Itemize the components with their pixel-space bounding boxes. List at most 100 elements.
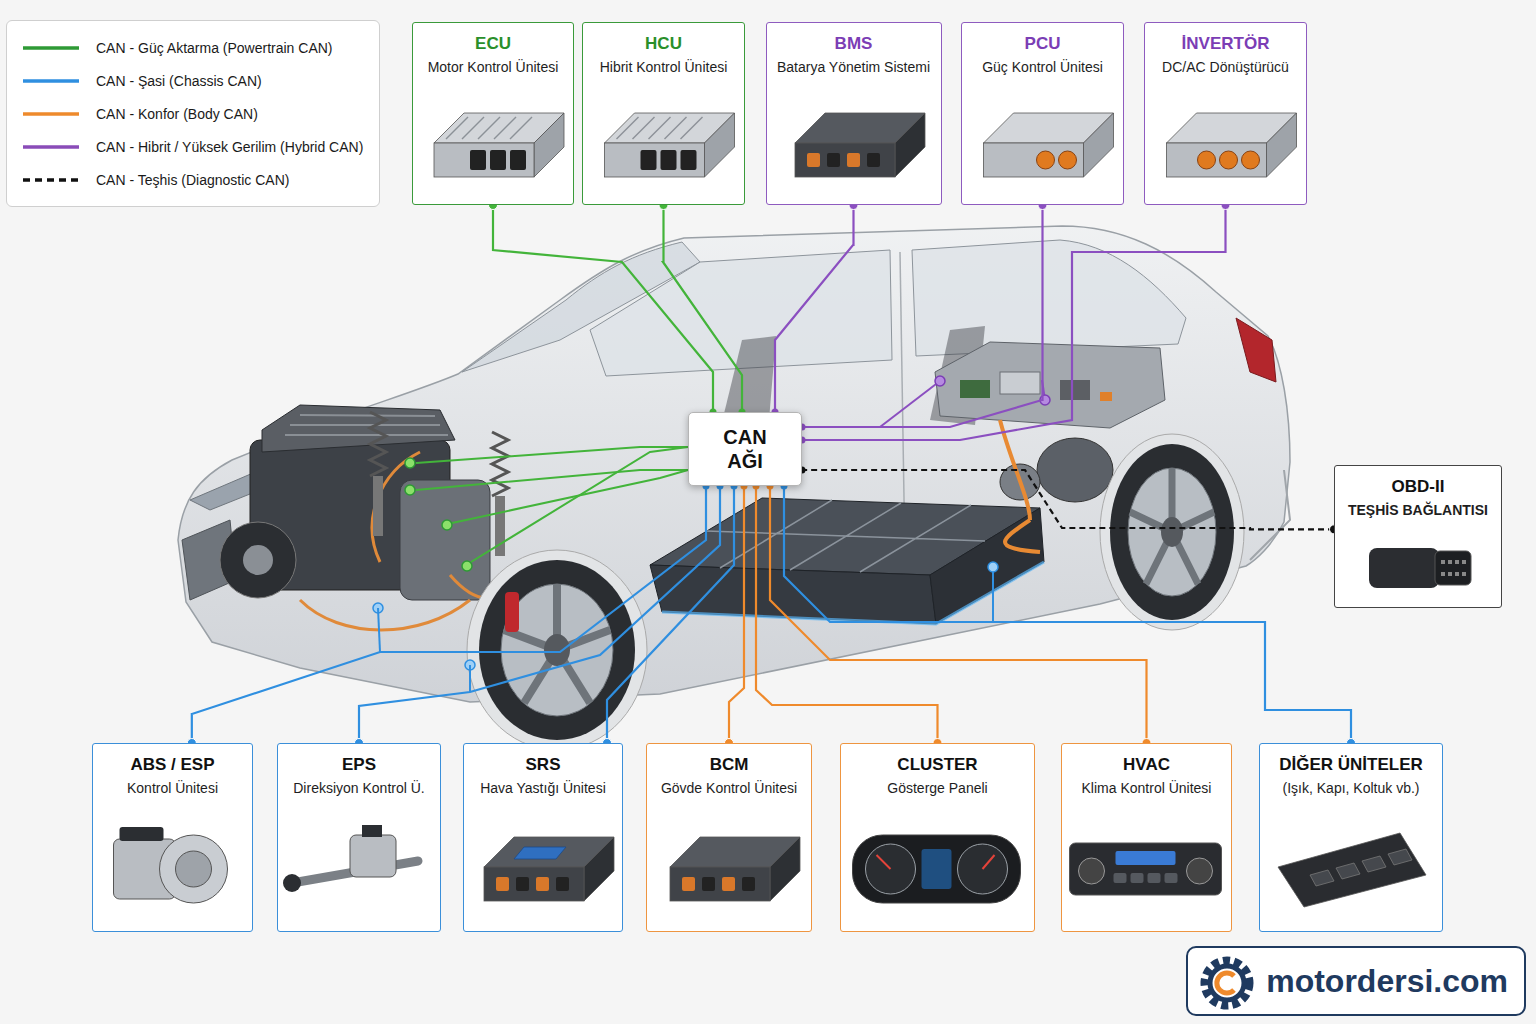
rear-power-module xyxy=(935,342,1165,428)
connector xyxy=(807,153,820,167)
wire-dot xyxy=(988,562,998,572)
needle xyxy=(877,855,891,869)
text-line: Gövde Kontrol Ünitesi xyxy=(647,779,811,797)
rear-drive-unit xyxy=(1037,438,1113,502)
text-line: BCM xyxy=(647,755,811,775)
knob xyxy=(1187,858,1213,884)
unit-illustration xyxy=(841,803,1032,927)
hybrid-wire xyxy=(880,381,940,427)
text-line: EPS xyxy=(278,755,440,775)
legend-sample xyxy=(23,174,79,186)
module-front xyxy=(984,143,1084,177)
obd-plug xyxy=(1435,551,1471,585)
tyre xyxy=(1110,444,1234,620)
connector xyxy=(556,877,569,891)
hybrid-unit-box: İNVERTÖRDC/AC Dönüştürücü xyxy=(1144,22,1307,205)
hub xyxy=(1161,517,1183,547)
legend-text: CAN - Hibrit / Yüksek Gerilim (Hybrid CA… xyxy=(96,139,363,155)
can-connector xyxy=(784,486,1351,743)
battery-cells xyxy=(706,500,985,572)
hvac-button xyxy=(1131,873,1144,883)
hvac-button xyxy=(1165,873,1178,883)
module-front xyxy=(670,867,770,901)
unit-description: Gövde Kontrol Ünitesi xyxy=(661,780,797,797)
text-line: (Işık, Kapı, Koltuk vb.) xyxy=(1260,779,1442,797)
connectors xyxy=(187,201,1355,748)
engine-cover xyxy=(262,405,455,452)
text-line: DC/AC Dönüştürücü xyxy=(1145,58,1306,76)
module-part xyxy=(960,380,990,398)
unit-description: Motor Kontrol Ünitesi xyxy=(428,59,559,76)
icon-group xyxy=(984,113,1114,177)
icon-group xyxy=(853,835,1021,903)
unit-name: BMS xyxy=(835,34,873,54)
rim xyxy=(1128,468,1216,596)
connector xyxy=(536,877,549,891)
text-line: OBD-II xyxy=(1335,477,1501,497)
connector xyxy=(867,153,880,167)
icon-group xyxy=(484,837,614,901)
unit-description: TEŞHİS BAĞLANTISI xyxy=(1348,502,1488,519)
shock-absorber xyxy=(373,476,383,536)
srs-label xyxy=(514,847,566,859)
abs-motor-cap xyxy=(176,851,212,887)
module-part xyxy=(1060,380,1090,400)
module-front xyxy=(484,867,584,901)
brake-caliper xyxy=(505,592,519,632)
legend-sample xyxy=(23,108,79,120)
obd-body xyxy=(1369,548,1439,588)
text-line: Gösterge Paneli xyxy=(841,779,1034,797)
connector xyxy=(827,153,840,167)
module-side xyxy=(705,113,735,177)
text-line: Klima Kontrol Ünitesi xyxy=(1062,779,1231,797)
legend-row: CAN - Konfor (Body CAN) xyxy=(23,97,363,130)
wire-dot xyxy=(935,376,945,386)
obd-pin xyxy=(1462,560,1466,564)
switch-panel xyxy=(1278,833,1426,907)
shaft-end xyxy=(283,874,301,892)
unit-description: Güç Kontrol Ünitesi xyxy=(982,59,1103,76)
chassis-unit-box: EPS Direksiyon Kontrol Ü. xyxy=(277,743,441,932)
pulley xyxy=(220,522,296,598)
legend-box: CAN - Güç Aktarma (Powertrain CAN)CAN - … xyxy=(6,20,380,207)
cluster-screen xyxy=(922,849,952,889)
module-side xyxy=(534,113,564,177)
hvac-button xyxy=(1148,873,1161,883)
unit-illustration xyxy=(1145,82,1304,200)
tyre xyxy=(479,560,635,740)
unit-description: Direksiyon Kontrol Ü. xyxy=(293,780,425,797)
logo-box: motordersi.com xyxy=(1186,946,1526,1016)
eps-connector xyxy=(362,825,382,837)
connector xyxy=(510,150,526,170)
unit-description: Kontrol Ünitesi xyxy=(127,780,218,797)
unit-illustration xyxy=(583,82,742,200)
body-unit-box: HVACKlima Kontrol Ünitesi xyxy=(1061,743,1232,932)
hvac-panel xyxy=(1070,843,1222,895)
icon-group xyxy=(605,113,735,177)
obd-pin xyxy=(1455,560,1459,564)
text-line: SRS xyxy=(464,755,622,775)
legend-text: CAN - Teşhis (Diagnostic CAN) xyxy=(96,172,289,188)
gear-logo xyxy=(1196,952,1258,1014)
tail-light xyxy=(1236,318,1276,382)
gear-ring xyxy=(1210,966,1244,1000)
unit-name: EPS xyxy=(342,755,376,775)
chassis-wire xyxy=(469,665,471,692)
hose xyxy=(372,452,420,562)
powertrain-wire xyxy=(452,470,688,523)
connector xyxy=(681,150,697,170)
wire-dot xyxy=(442,520,452,530)
legend-row: CAN - Teşhis (Diagnostic CAN) xyxy=(23,163,363,196)
gear-teeth xyxy=(1205,961,1249,1005)
connector xyxy=(702,877,715,891)
hv-connector xyxy=(1220,151,1238,169)
text-line: Hava Yastığı Ünitesi xyxy=(464,779,622,797)
text-line: DİĞER ÜNİTELER xyxy=(1260,755,1442,775)
legend-line-sample xyxy=(23,112,79,116)
chassis-wire xyxy=(992,567,994,622)
unit-illustration xyxy=(1260,803,1440,927)
connector xyxy=(470,150,486,170)
text-line: Direksiyon Kontrol Ü. xyxy=(278,779,440,797)
chassis-unit-box: SRS Hava Yastığı Ünitesi xyxy=(463,743,623,932)
text-line: CLUSTER xyxy=(841,755,1034,775)
